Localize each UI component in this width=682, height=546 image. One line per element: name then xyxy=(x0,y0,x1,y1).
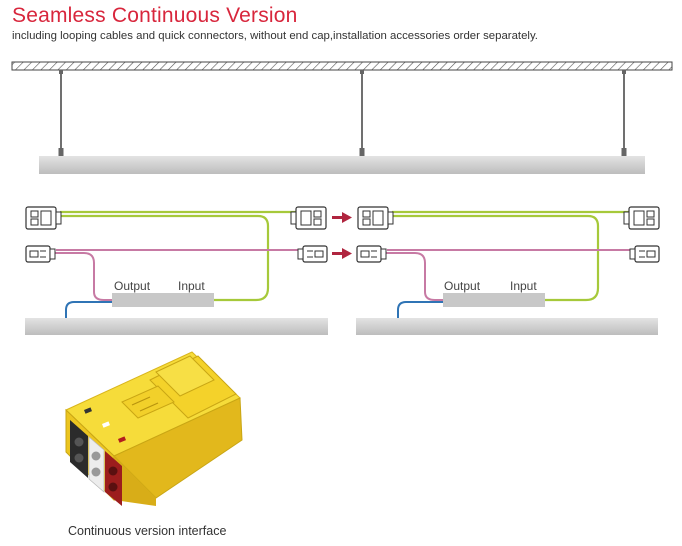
page-subtitle: including looping cables and quick conne… xyxy=(12,30,538,42)
linear-fixture xyxy=(39,156,645,174)
page-title: Seamless Continuous Version xyxy=(12,4,298,27)
connector-large-right-1 xyxy=(290,206,327,230)
driver-1 xyxy=(112,293,214,307)
product-caption: Continuous version interface xyxy=(68,524,227,538)
wiring-module-2: Output Input xyxy=(356,206,660,335)
ceiling xyxy=(11,61,673,71)
fixture-segment-2 xyxy=(356,318,658,335)
output-label-1: Output xyxy=(114,279,151,293)
driver-2 xyxy=(443,293,545,307)
input-label-1: Input xyxy=(178,279,205,293)
connector-large-left-1 xyxy=(25,206,62,230)
fixture-segment-1 xyxy=(25,318,328,335)
connector-large-right-2 xyxy=(623,206,660,230)
connection-arrows xyxy=(332,212,352,259)
connector-large-left-2 xyxy=(357,206,394,230)
connector-small-left-2 xyxy=(356,245,387,263)
suspension-cables xyxy=(60,70,625,152)
input-label-2: Input xyxy=(510,279,537,293)
suspension-grippers xyxy=(58,70,627,157)
connector-small-right-2 xyxy=(629,245,660,263)
connector-small-right-1 xyxy=(297,245,328,263)
wiring-module-1: Output Input xyxy=(25,206,328,335)
output-label-2: Output xyxy=(444,279,481,293)
connector-small-left-1 xyxy=(25,245,56,263)
continuous-interface-connector xyxy=(65,351,243,506)
